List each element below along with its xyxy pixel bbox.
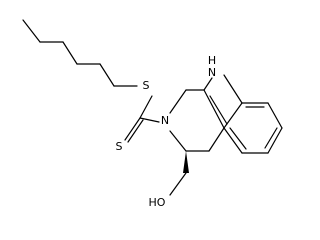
benzene-ring bbox=[223, 102, 283, 154]
hydroxymethyl-group bbox=[169, 151, 189, 196]
nitrogen-indole-label: N bbox=[208, 66, 216, 79]
nitrogen-ring-label: N bbox=[161, 114, 169, 127]
hydrogen-indole-label: H bbox=[208, 54, 216, 67]
indole-ring bbox=[203, 74, 243, 129]
dithiocarbamate-group bbox=[124, 95, 160, 143]
piperidine-ring bbox=[169, 89, 225, 152]
sulfur-thione-label: S bbox=[116, 140, 123, 153]
sulfur-thioester-label: S bbox=[143, 79, 150, 92]
hexyl-chain bbox=[22, 19, 138, 87]
hydroxyl-label: HO bbox=[149, 196, 166, 209]
molecule-diagram: S S N N H HO bbox=[22, 19, 283, 209]
